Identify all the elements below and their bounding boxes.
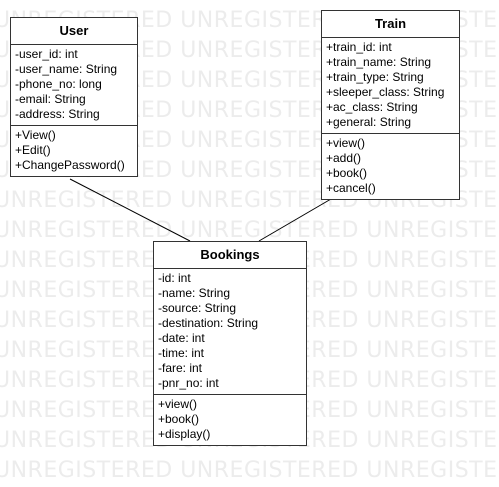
operation: +View() <box>15 128 56 142</box>
attribute: +ac_class: String <box>326 100 418 114</box>
operation: +Edit() <box>15 143 51 157</box>
operation: +add() <box>326 151 362 165</box>
class-name: User <box>11 18 137 45</box>
attribute: +sleeper_class: String <box>326 85 445 99</box>
attribute: -user_name: String <box>15 62 118 76</box>
operations-section: +view() +book() +display() <box>154 395 306 445</box>
operation: +view() <box>158 397 198 411</box>
operations-section: +View() +Edit() +ChangePassword() <box>11 126 137 176</box>
class-bookings[interactable]: Bookings -id: int -name: String -source:… <box>153 241 307 446</box>
attribute: -user_id: int <box>15 47 78 61</box>
class-user[interactable]: User -user_id: int -user_name: String -p… <box>10 17 138 177</box>
attribute: -id: int <box>158 271 191 285</box>
attribute: -date: int <box>158 331 205 345</box>
attribute: +train_id: int <box>326 40 392 54</box>
attribute: -pnr_no: int <box>158 376 219 390</box>
attribute: -source: String <box>158 301 237 315</box>
attribute: -phone_no: long <box>15 77 102 91</box>
attributes-section: -id: int -name: String -source: String -… <box>154 269 306 395</box>
attribute: -destination: String <box>158 316 259 330</box>
attribute: -email: String <box>15 92 86 106</box>
association-train-bookings <box>258 198 332 242</box>
operation: +book() <box>326 166 368 180</box>
attribute: +train_name: String <box>326 55 432 69</box>
attribute: -fare: int <box>158 361 203 375</box>
attribute: -time: int <box>158 346 205 360</box>
attribute: -address: String <box>15 107 100 121</box>
operation: +display() <box>158 427 211 441</box>
attribute: -name: String <box>158 286 231 300</box>
class-name: Bookings <box>154 242 306 269</box>
operation: +cancel() <box>326 181 376 195</box>
association-user-bookings <box>69 178 191 242</box>
operation: +view() <box>326 136 366 150</box>
attribute: +general: String <box>326 115 412 129</box>
operation: +ChangePassword() <box>15 158 125 172</box>
operations-section: +view() +add() +book() +cancel() <box>322 134 459 199</box>
class-name: Train <box>322 11 459 38</box>
attribute: +train_type: String <box>326 70 424 84</box>
class-train[interactable]: Train +train_id: int +train_name: String… <box>321 10 460 200</box>
operation: +book() <box>158 412 200 426</box>
attributes-section: +train_id: int +train_name: String +trai… <box>322 38 459 134</box>
attributes-section: -user_id: int -user_name: String -phone_… <box>11 45 137 126</box>
